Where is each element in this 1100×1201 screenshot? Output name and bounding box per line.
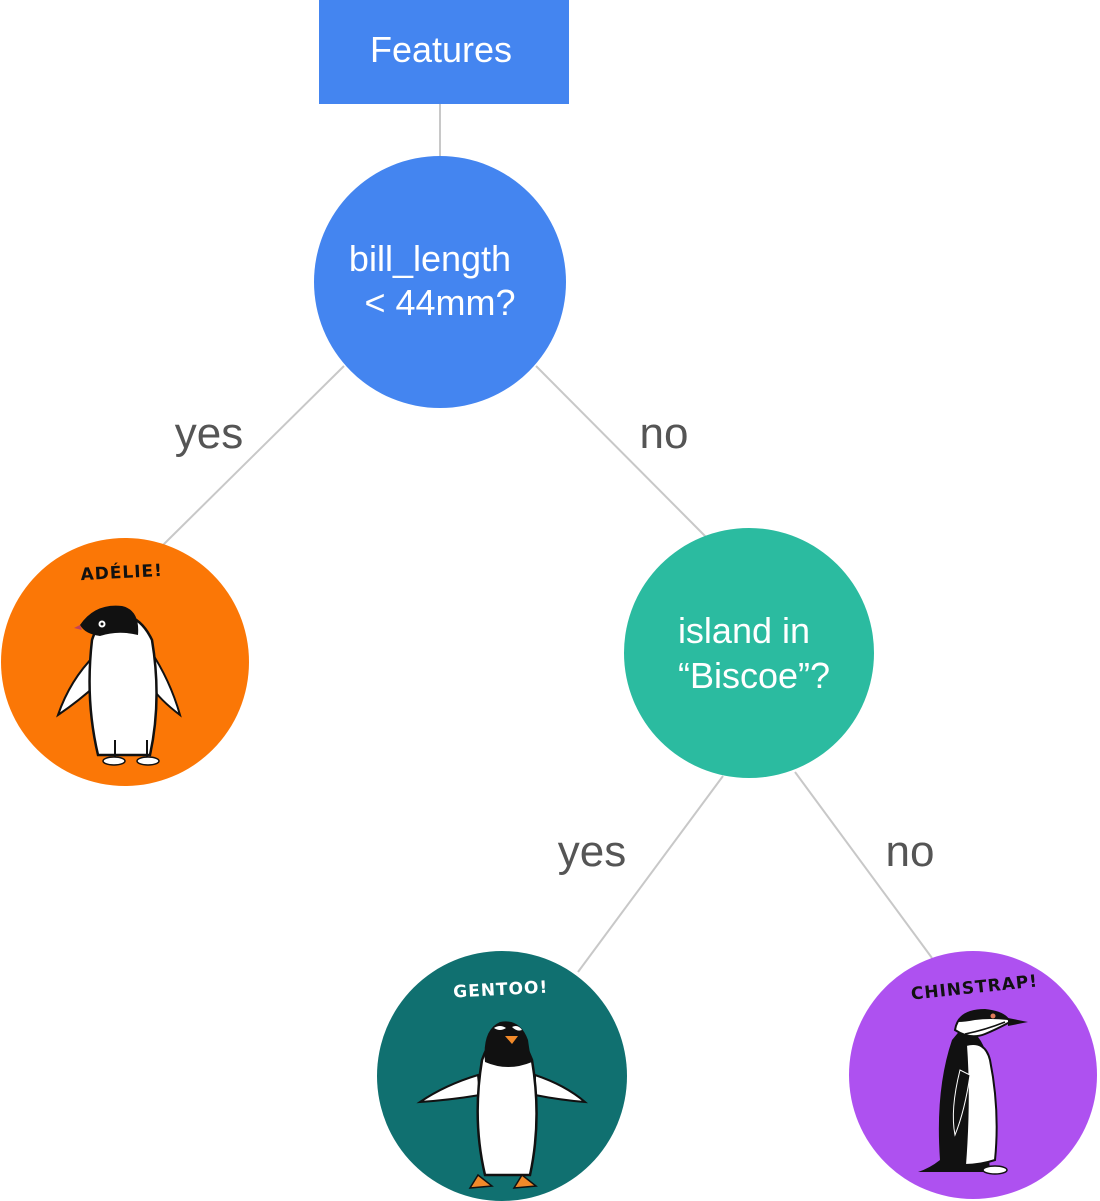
chinstrap-leaf: CHINSTRAP! (849, 951, 1097, 1199)
bill-length-line1: bill_length (349, 238, 511, 279)
gentoo-penguin-icon (416, 1021, 589, 1189)
bill-length-question: bill_length < 44mm? (349, 238, 521, 323)
adelie-leaf: ADÉLIE! (1, 538, 249, 786)
gentoo-leaf: GENTOO! (377, 951, 627, 1201)
chinstrap-penguin-icon (918, 1008, 1028, 1175)
island-line1: island in (678, 610, 810, 651)
island-question: island in “Biscoe”? (678, 610, 830, 696)
features-box (319, 0, 569, 104)
bill-no-label: no (640, 409, 689, 458)
island-yes-label: yes (558, 827, 626, 876)
bill-length-line2: < 44mm? (364, 282, 515, 323)
edge-island-yes (577, 775, 724, 973)
bill-yes-label: yes (175, 409, 243, 458)
edge-bill-yes (162, 365, 345, 546)
adelie-penguin-icon (56, 605, 182, 766)
features-label: Features (370, 29, 512, 70)
bill-length-node (314, 156, 566, 408)
island-line2: “Biscoe”? (678, 655, 830, 696)
island-node (624, 528, 874, 778)
edge-island-no (794, 771, 933, 959)
edge-bill-no (535, 365, 708, 539)
gentoo-label: GENTOO! (453, 978, 549, 1003)
island-no-label: no (886, 827, 935, 876)
